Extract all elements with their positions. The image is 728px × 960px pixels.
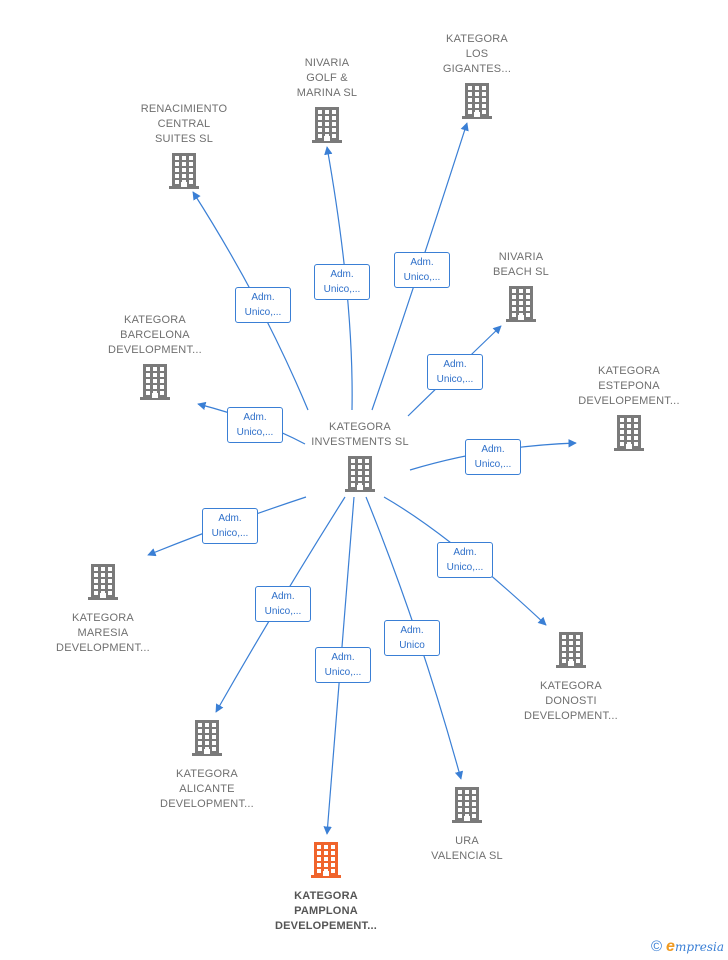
company-name: NIVARIA BEACH SL bbox=[492, 251, 549, 278]
building-icon bbox=[449, 785, 485, 825]
building-icon bbox=[85, 562, 121, 602]
edge-label-estepona[interactable]: Adm.Unico,... bbox=[465, 439, 521, 475]
company-name: KATEGORA PAMPLONA DEVELOPEMENT... bbox=[274, 890, 378, 932]
edge-label-renacimiento[interactable]: Adm.Unico,... bbox=[235, 287, 291, 323]
company-node-pamplona[interactable]: KATEGORA PAMPLONA DEVELOPEMENT... bbox=[246, 840, 406, 934]
edge-label-alicante[interactable]: Adm.Unico,... bbox=[255, 586, 311, 622]
building-icon bbox=[503, 284, 539, 324]
company-node-renacimiento[interactable]: RENACIMIENTO CENTRAL SUITES SL bbox=[104, 102, 264, 196]
company-name: KATEGORA DONOSTI DEVELOPMENT... bbox=[524, 680, 618, 722]
edge-label-ura[interactable]: Adm.Unico bbox=[384, 620, 440, 656]
building-icon bbox=[309, 105, 345, 145]
company-name: URA VALENCIA SL bbox=[431, 835, 503, 862]
company-name: KATEGORA MARESIA DEVELOPMENT... bbox=[56, 612, 150, 654]
building-icon bbox=[189, 718, 225, 758]
company-name: KATEGORA LOS GIGANTES... bbox=[442, 33, 512, 75]
edge-label-barcelona[interactable]: Adm.Unico,... bbox=[227, 407, 283, 443]
company-node-nivaria-beach[interactable]: NIVARIA BEACH SL bbox=[441, 250, 601, 329]
footer-brand: ©empresia bbox=[651, 938, 724, 956]
company-name: KATEGORA BARCELONA DEVELOPMENT... bbox=[108, 314, 202, 356]
company-name: NIVARIA GOLF & MARINA SL bbox=[296, 57, 358, 99]
building-icon bbox=[166, 151, 202, 191]
company-node-alicante[interactable]: KATEGORA ALICANTE DEVELOPMENT... bbox=[127, 718, 287, 812]
brand-initial: e bbox=[666, 938, 675, 955]
center-node-investments[interactable]: KATEGORA INVESTMENTS SL bbox=[280, 420, 440, 499]
building-icon bbox=[459, 81, 495, 121]
edge-label-pamplona[interactable]: Adm.Unico,... bbox=[315, 647, 371, 683]
company-node-estepona[interactable]: KATEGORA ESTEPONA DEVELOPEMENT... bbox=[549, 364, 709, 458]
building-icon bbox=[342, 454, 378, 494]
company-node-los-gigantes[interactable]: KATEGORA LOS GIGANTES... bbox=[397, 32, 557, 126]
company-name: KATEGORA INVESTMENTS SL bbox=[311, 421, 409, 448]
building-icon bbox=[137, 362, 173, 402]
edge-label-maresia[interactable]: Adm.Unico,... bbox=[202, 508, 258, 544]
company-name: KATEGORA ESTEPONA DEVELOPEMENT... bbox=[578, 365, 680, 407]
company-node-maresia[interactable]: KATEGORA MARESIA DEVELOPMENT... bbox=[23, 562, 183, 656]
company-node-barcelona[interactable]: KATEGORA BARCELONA DEVELOPMENT... bbox=[75, 313, 235, 407]
company-name: RENACIMIENTO CENTRAL SUITES SL bbox=[140, 103, 228, 145]
edge-label-los-gigantes[interactable]: Adm.Unico,... bbox=[394, 252, 450, 288]
copyright-symbol: © bbox=[650, 938, 663, 955]
building-icon bbox=[308, 840, 344, 880]
company-name: KATEGORA ALICANTE DEVELOPMENT... bbox=[160, 768, 254, 810]
brand-name: mpresia bbox=[674, 940, 724, 954]
edge-label-nivaria-golf[interactable]: Adm.Unico,... bbox=[314, 264, 370, 300]
building-icon bbox=[553, 630, 589, 670]
company-node-donosti[interactable]: KATEGORA DONOSTI DEVELOPMENT... bbox=[491, 630, 651, 724]
company-node-ura[interactable]: URA VALENCIA SL bbox=[387, 785, 547, 864]
edge-label-donosti[interactable]: Adm.Unico,... bbox=[437, 542, 493, 578]
building-icon bbox=[611, 413, 647, 453]
company-node-nivaria-golf[interactable]: NIVARIA GOLF & MARINA SL bbox=[247, 56, 407, 150]
edge-label-nivaria-beach[interactable]: Adm.Unico,... bbox=[427, 354, 483, 390]
